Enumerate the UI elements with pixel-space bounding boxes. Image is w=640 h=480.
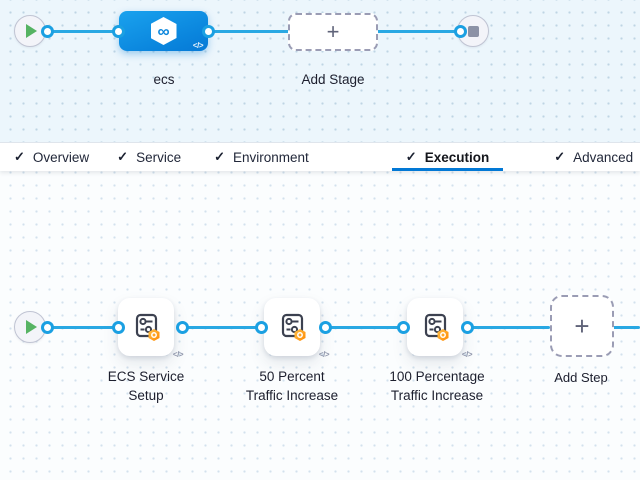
tab-service[interactable]: ✓ Service <box>103 143 195 171</box>
step-label-line: Setup <box>128 388 164 403</box>
step-label: 50 Percent Traffic Increase <box>237 367 347 405</box>
connector-line <box>38 326 118 329</box>
connector-port <box>397 321 410 334</box>
harness-cd-stage-icon: ∞ <box>150 17 177 45</box>
tab-advanced[interactable]: ✓ Advanced <box>540 143 640 171</box>
plus-icon: + <box>326 19 340 44</box>
connector-line <box>207 30 290 33</box>
connector-port <box>255 321 268 334</box>
connector-port <box>176 321 189 334</box>
code-icon: </> <box>172 350 184 359</box>
step-label-line: 100 Percentage <box>389 369 485 384</box>
connector-port <box>41 25 54 38</box>
orange-hexagon-badge <box>294 329 306 341</box>
connector-port <box>319 321 332 334</box>
connector-line <box>180 326 261 329</box>
check-icon: ✓ <box>14 149 25 164</box>
connector-line <box>376 30 462 33</box>
step-settings-icon <box>135 313 160 341</box>
check-icon: ✓ <box>214 149 225 164</box>
execution-graph-canvas[interactable]: </> </> <box>0 171 640 480</box>
step-settings-icon <box>281 313 306 341</box>
active-tab-underline <box>391 168 504 171</box>
step-node-100-percentage-traffic-increase[interactable]: </> <box>407 298 473 359</box>
check-icon: ✓ <box>405 149 417 164</box>
check-icon: ✓ <box>554 149 566 164</box>
code-icon: </> <box>318 350 330 359</box>
stage-label: ecs <box>153 72 175 87</box>
step-label-line: Traffic Increase <box>390 388 484 403</box>
step-label: 100 Percentage Traffic Increase <box>377 367 497 405</box>
tab-label: Execution <box>424 149 490 165</box>
tab-label: Environment <box>233 149 309 165</box>
connector-line <box>38 30 120 33</box>
play-icon <box>26 24 37 38</box>
step-settings-icon <box>424 313 449 341</box>
step-label: ECS Service Setup <box>91 367 201 405</box>
connector-port <box>41 321 54 334</box>
stage-config-tabbar: ✓ Overview ✓ Service ✓ Environment ✓ Exe… <box>0 143 640 171</box>
connector-port <box>112 321 125 334</box>
code-icon: </> <box>461 350 473 359</box>
connector-port <box>112 25 125 38</box>
stage-graph-canvas[interactable]: ∞ </> ecs + Add Stage <box>0 0 640 143</box>
tab-label: Advanced <box>573 149 634 165</box>
infinity-glyph: ∞ <box>157 21 170 41</box>
tab-overview[interactable]: ✓ Overview <box>0 143 103 171</box>
tab-execution[interactable]: ✓ Execution <box>391 143 504 171</box>
check-icon: ✓ <box>117 149 129 164</box>
step-label-line: 50 Percent <box>259 369 325 384</box>
tab-environment[interactable]: ✓ Environment <box>200 143 323 171</box>
connector-line <box>465 326 550 329</box>
step-label-line: ECS Service <box>107 369 185 384</box>
add-stage-button[interactable]: + <box>288 13 378 51</box>
step-node-ecs-service-setup[interactable]: </> <box>118 298 184 359</box>
connector-line <box>323 326 403 329</box>
plus-icon: + <box>574 310 590 341</box>
add-stage-label: Add Stage <box>301 72 365 87</box>
add-step-label: Add Step <box>554 370 608 385</box>
pipeline-start-node <box>14 15 46 47</box>
stage-node-ecs[interactable]: ∞ </> <box>119 11 208 51</box>
orange-hexagon-badge <box>437 329 449 341</box>
tab-label: Service <box>136 149 182 165</box>
connector-port <box>454 25 467 38</box>
connector-port <box>461 321 474 334</box>
stop-icon <box>467 25 479 37</box>
play-icon <box>26 320 37 334</box>
connector-port <box>202 25 215 38</box>
orange-hexagon-badge <box>148 329 160 341</box>
tab-label: Overview <box>32 149 90 165</box>
add-step-button[interactable]: + <box>550 295 614 357</box>
step-label-line: Traffic Increase <box>245 388 339 403</box>
code-icon: </> <box>192 41 204 50</box>
connector-line <box>612 326 640 329</box>
step-node-50-percent-traffic-increase[interactable]: </> <box>264 298 330 359</box>
